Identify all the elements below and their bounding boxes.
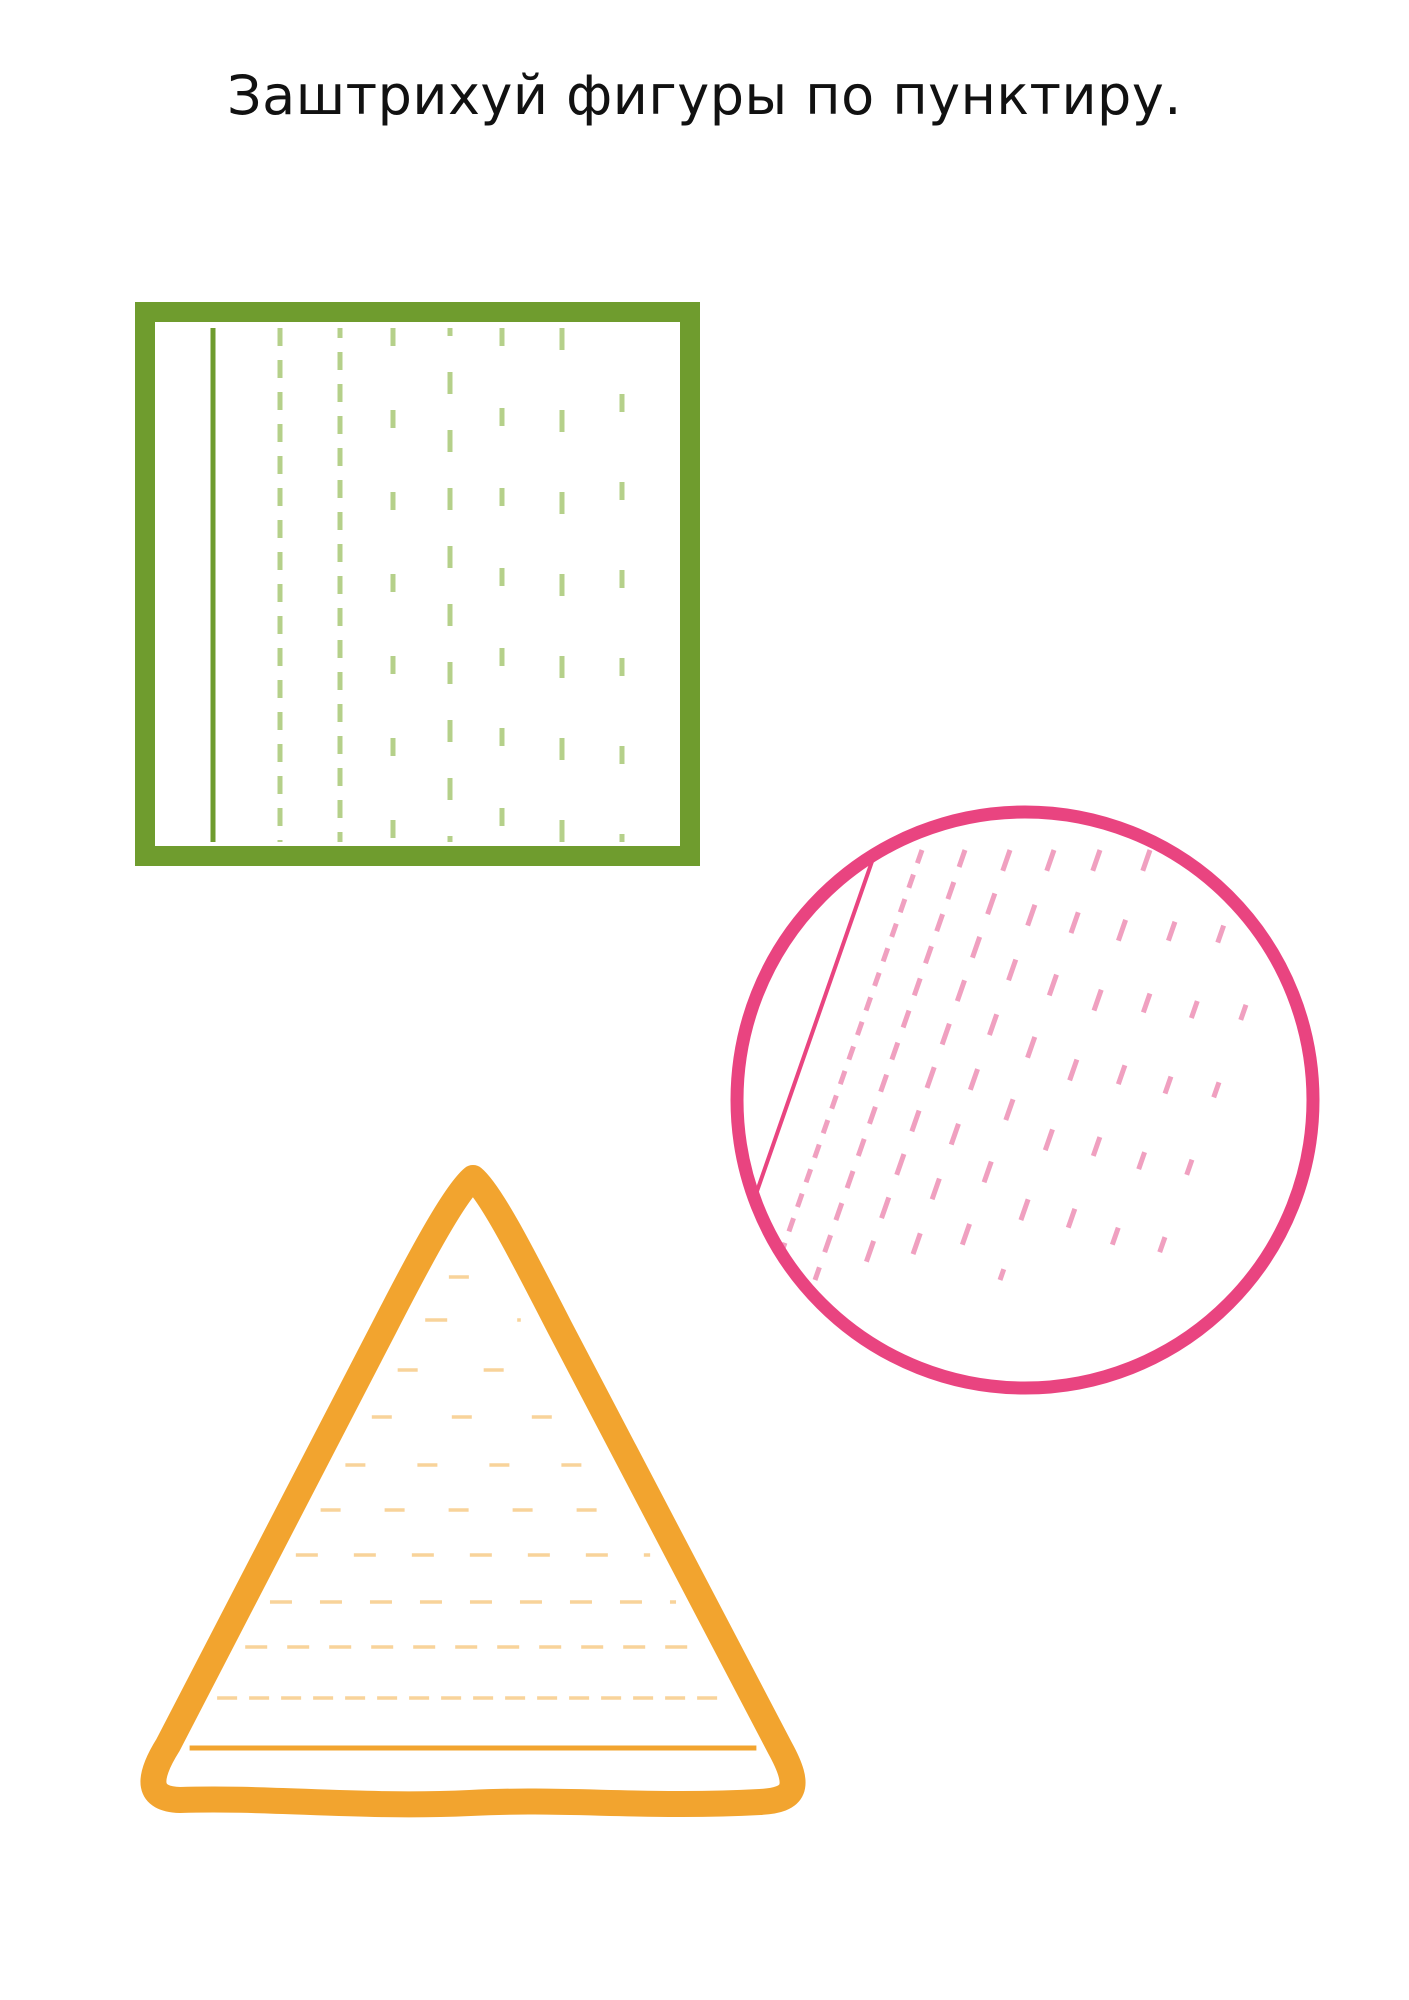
circle-dashed-hatch-line [857, 849, 1013, 1281]
circle-dashed-hatch-line [997, 849, 1153, 1281]
circle-dashed-hatch-line [947, 849, 1103, 1281]
triangle-figure [140, 1165, 806, 1818]
circle-dashed-hatch-line [901, 849, 1057, 1281]
circle-outline [730, 805, 1320, 1395]
circle-figure [730, 805, 1320, 1395]
triangle-outline [140, 1165, 806, 1818]
instruction-heading: Заштрихуй фигуры по пунктиру. [227, 64, 1182, 127]
square-hatch-lines [210, 328, 625, 842]
circle-dashed-hatch-line [1147, 849, 1303, 1281]
circle-dashed-hatch-line [812, 849, 968, 1281]
circle-dashed-hatch-line [769, 849, 925, 1281]
square-figure [135, 302, 700, 866]
square-outline [135, 302, 700, 866]
triangle-hatch-lines [189, 1275, 757, 1751]
